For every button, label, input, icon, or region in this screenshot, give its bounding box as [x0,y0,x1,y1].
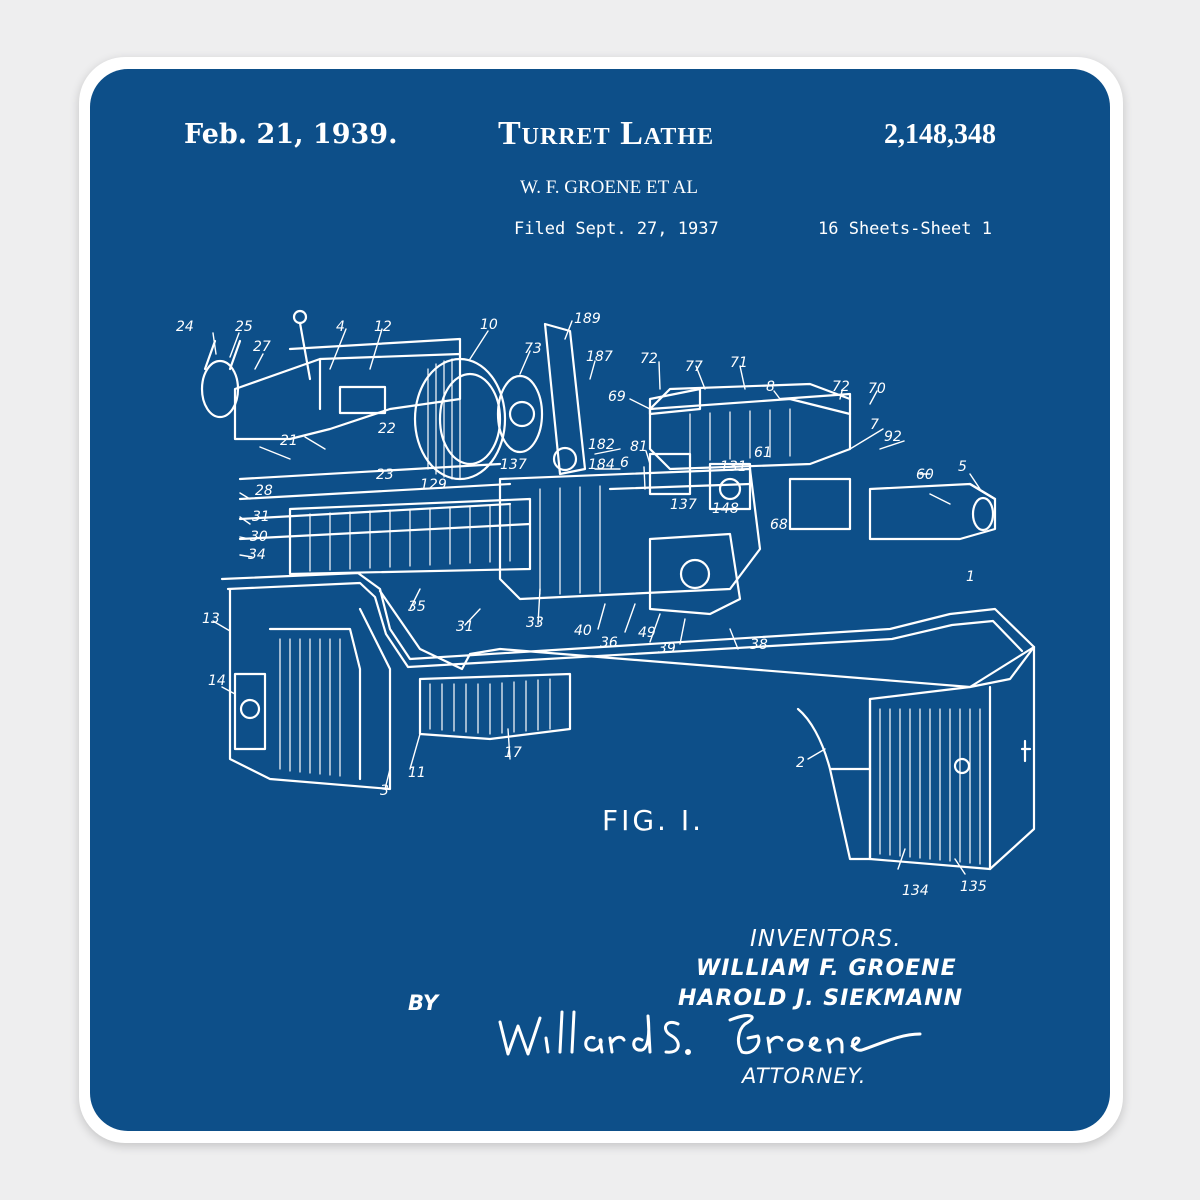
ref-numeral: 77 [685,359,703,375]
ref-numeral: 5 [958,459,967,475]
handwheel [202,361,238,417]
tailstock [870,484,995,539]
inventor-name-1: WILLIAM F. GROENE [696,956,957,981]
ref-numeral: 22 [378,421,396,437]
figure-label: FIG. I. [602,804,704,837]
ref-numeral: 72 [640,351,658,367]
ref-numeral: 38 [750,637,768,653]
ref-numeral: 187 [586,349,613,365]
ref-numeral: 70 [868,381,886,397]
ref-numeral: 28 [255,483,273,499]
headstock [235,354,460,439]
ref-numeral: 3 [380,783,389,799]
ref-numeral: 27 [253,339,271,355]
inventors-label: INVENTORS. [750,926,902,952]
ref-numeral: 148 [712,501,739,517]
ref-numeral: 34 [248,547,266,563]
ref-numeral: 25 [235,319,253,335]
ref-numeral: 24 [176,319,194,335]
ref-numeral: 6 [620,455,629,471]
lathe-drawing: 24 25 27 4 12 10 73 189 187 72 77 71 8 7… [90,69,1110,1131]
ref-numeral: 184 [588,457,615,473]
ref-numeral: 7 [870,417,879,433]
ref-numeral: 30 [250,529,268,545]
ref-numeral: 69 [608,389,626,405]
ref-numeral: 11 [408,765,426,781]
ref-numeral: 49 [638,625,656,641]
ref-numeral: 135 [960,879,987,895]
ref-numeral: 12 [374,319,392,335]
ref-numeral: 31 [456,619,474,635]
reference-numerals: 24 25 27 4 12 10 73 189 187 72 77 71 8 7… [176,311,987,899]
blueprint-panel: Feb. 21, 1939. Turret Lathe 2,148,348 W.… [90,69,1110,1131]
ref-numeral: 81 [630,439,648,455]
ref-numeral: 68 [770,517,788,533]
ref-numeral: 189 [574,311,601,327]
ref-numeral: 21 [280,433,298,449]
ref-numeral: 33 [526,615,544,631]
ref-numeral: 92 [884,429,902,445]
ref-numeral: 129 [420,477,447,493]
attorney-signature [490,1004,930,1064]
ref-numeral: 2 [796,755,805,771]
bracket [545,324,585,474]
ref-numeral: 13 [202,611,220,627]
ref-numeral: 61 [754,445,772,461]
ref-numeral: 23 [376,467,394,483]
ref-numeral: 73 [524,341,542,357]
ref-numeral: 137 [670,497,697,513]
by-label: BY [408,991,438,1015]
ref-numeral: 8 [766,379,775,395]
ref-numeral: 17 [504,745,522,761]
ref-numeral: 10 [480,317,498,333]
ref-numeral: 134 [902,883,929,899]
ref-numeral: 39 [658,641,676,657]
ref-numeral: 71 [730,355,748,371]
ref-numeral: 40 [574,623,592,639]
ref-numeral: 4 [336,319,345,335]
attorney-label: ATTORNEY. [742,1064,866,1088]
ref-numeral: 31 [252,509,270,525]
ref-numeral: 60 [916,467,934,483]
ref-numeral: 14 [208,673,226,689]
ref-numeral: 137 [500,457,527,473]
ref-numeral: 1 [966,569,975,585]
ref-numeral: 72 [832,379,850,395]
ref-numeral: 182 [588,437,615,453]
ref-numeral: 36 [600,635,618,651]
ref-numeral: 131 [720,459,747,475]
ref-numeral: 35 [408,599,426,615]
